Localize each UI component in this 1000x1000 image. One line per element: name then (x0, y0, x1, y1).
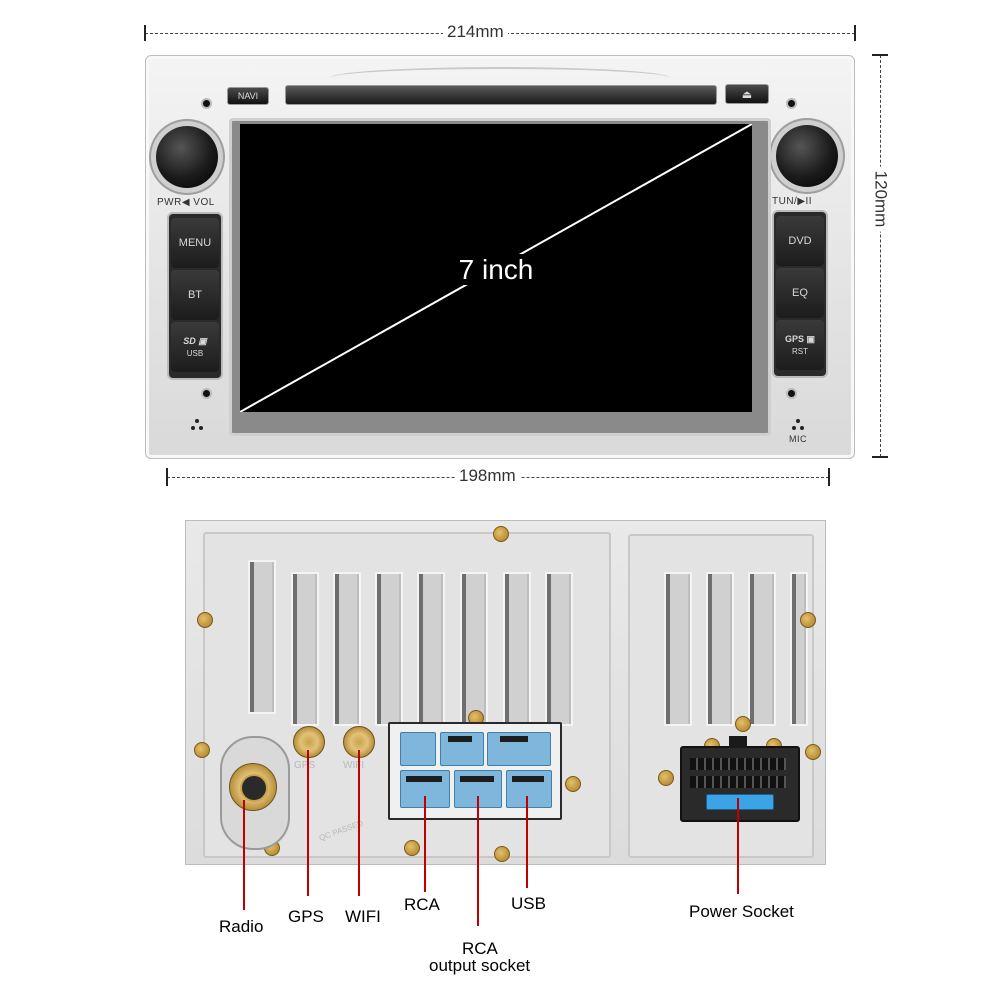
screen-width-tick-left (166, 468, 168, 486)
power-volume-label: PWR◀ VOL (157, 197, 215, 208)
power-volume-knob[interactable] (156, 126, 218, 188)
vent-slot (333, 572, 361, 726)
power-socket-pins (690, 758, 786, 770)
vent-slot (545, 572, 573, 726)
vent-slot (460, 572, 488, 726)
mounting-screw (404, 840, 420, 856)
power-callout-line (737, 798, 739, 894)
dvd-button-label: DVD (788, 235, 812, 247)
connector-pins (406, 776, 442, 782)
height-dimension-label: 120mm (870, 166, 891, 232)
power-fuse (706, 794, 774, 810)
right-button-column: DVD EQ GPS ▣ RST (772, 210, 828, 378)
connector-block-top-right (487, 732, 551, 766)
screen-width-tick-right (828, 468, 830, 486)
rca-label: RCA (404, 895, 440, 914)
vent-slot (748, 572, 776, 726)
left-button-column: MENU BT SD ▣ USB (167, 212, 223, 380)
connector-pins (448, 736, 472, 742)
vent-slot (375, 572, 403, 726)
height-dimension-tick-top (872, 54, 888, 56)
reset-hole (201, 98, 212, 109)
mounting-screw (565, 776, 581, 792)
eq-button[interactable]: EQ (776, 268, 824, 318)
gps-port-marking: GPS (294, 760, 316, 771)
height-dimension-line (880, 55, 881, 457)
reset-hole (201, 388, 212, 399)
vent-slot (248, 560, 276, 714)
wifi-callout-line (358, 750, 360, 896)
sd-usb-button[interactable]: SD ▣ USB (171, 322, 219, 372)
connector-pins (460, 776, 494, 782)
rca-output-label-line1: RCA (462, 939, 498, 958)
mic-label: MIC (789, 434, 807, 444)
bt-button[interactable]: BT (171, 270, 219, 320)
rca-callout-line (424, 796, 426, 892)
width-dimension-label: 214mm (443, 22, 508, 42)
eject-button[interactable]: ⏏ (725, 84, 769, 104)
dvd-button[interactable]: DVD (776, 216, 824, 266)
sd-button-label: SD ▣ (183, 336, 207, 346)
vent-slot (291, 572, 319, 726)
radio-label: Radio (219, 917, 264, 936)
screen-width-dimension-label: 198mm (455, 466, 520, 486)
power-socket-pins (690, 776, 786, 788)
width-dimension-tick-left (144, 25, 146, 41)
usb-label: USB (511, 894, 546, 913)
wifi-label: WIFI (345, 907, 381, 926)
menu-button[interactable]: MENU (171, 218, 219, 268)
vent-slot (503, 572, 531, 726)
reset-hole (786, 98, 797, 109)
connector-block-top-left (400, 732, 436, 766)
gps-callout-line (307, 750, 309, 896)
connector-pins (512, 776, 544, 782)
gps-label: GPS (288, 907, 324, 926)
speaker-holes-icon (190, 418, 204, 432)
mounting-screw (800, 612, 816, 628)
rst-button-label: RST (792, 347, 808, 356)
wifi-port-marking: WIFI (343, 760, 365, 771)
power-socket-label: Power Socket (689, 902, 794, 921)
power-socket-latch (729, 736, 747, 748)
mounting-screw (494, 846, 510, 862)
rca-output-label-line2: output socket (429, 956, 531, 975)
radio-callout-line (243, 800, 245, 910)
mounting-screw (197, 612, 213, 628)
rca-output-callout-line (477, 796, 479, 926)
mounting-screw (658, 770, 674, 786)
width-dimension-tick-right (854, 25, 856, 41)
mounting-screw (194, 742, 210, 758)
usb-callout-line (526, 796, 528, 888)
disc-tray-arc (330, 67, 670, 89)
screen-size-label-wrapper: 7 inch (240, 254, 752, 286)
height-dimension-tick-bottom (872, 456, 888, 458)
microphone-holes-icon (791, 418, 805, 432)
vent-slot (664, 572, 692, 726)
eject-icon: ⏏ (741, 88, 753, 101)
bt-button-label: BT (187, 289, 203, 301)
vent-slot (417, 572, 445, 726)
gps-rst-button[interactable]: GPS ▣ RST (776, 320, 824, 370)
radio-jack-center (240, 774, 268, 802)
disc-slot (285, 85, 717, 105)
menu-button-label: MENU (178, 237, 212, 249)
gps-button-label: GPS ▣ (784, 334, 815, 344)
reset-hole (786, 388, 797, 399)
display-screen[interactable]: 7 inch (240, 124, 752, 412)
gps-antenna-connector[interactable] (293, 726, 325, 758)
connector-pins (500, 736, 528, 742)
mounting-screw (805, 744, 821, 760)
eq-button-label: EQ (792, 287, 808, 299)
tune-play-knob[interactable] (776, 125, 838, 187)
tune-play-label: TUN/▶II (772, 196, 813, 207)
screen-size-label: 7 inch (450, 254, 542, 285)
mounting-screw (735, 716, 751, 732)
vent-slot (790, 572, 808, 726)
vent-slot (706, 572, 734, 726)
navi-button[interactable]: NAVI (227, 87, 269, 105)
radio-antenna-jack[interactable] (229, 763, 277, 811)
usb-button-label: USB (186, 349, 204, 358)
mounting-screw (493, 526, 509, 542)
